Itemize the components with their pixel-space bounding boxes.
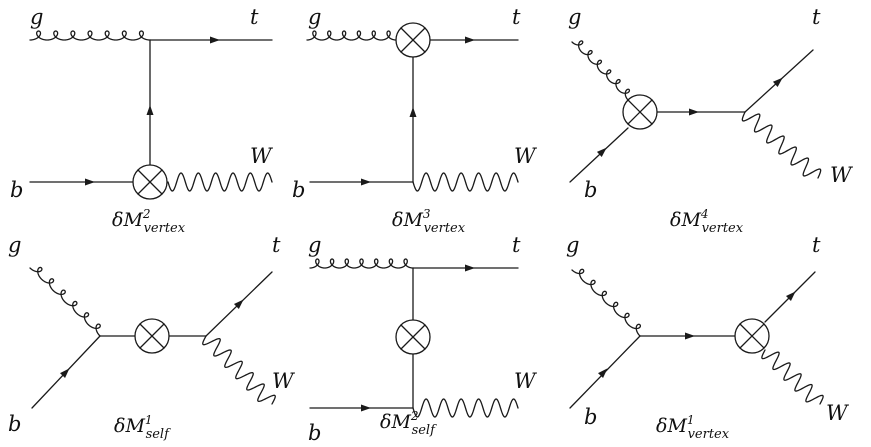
gluon-line: [306, 30, 397, 41]
arrowhead: [409, 107, 417, 117]
counterterm-vertex: [134, 318, 170, 354]
arrowhead: [361, 178, 371, 186]
arrowhead: [233, 299, 244, 309]
top-label: t: [512, 233, 521, 257]
vertex-cross: [739, 323, 765, 349]
arrowhead: [465, 264, 475, 272]
counterterm-vertex: [395, 319, 431, 355]
arrow: [689, 108, 699, 116]
bottom-label: b: [292, 178, 305, 202]
arrowhead: [772, 77, 783, 87]
arrowhead: [598, 368, 608, 379]
bottom-label: b: [10, 178, 23, 202]
arrowhead: [685, 332, 695, 340]
gluon-line: [29, 266, 101, 337]
top-label: t: [250, 5, 259, 29]
arrow: [465, 36, 475, 44]
arrow: [361, 404, 371, 412]
vertex-cross: [137, 169, 163, 195]
gluon-line: [571, 40, 631, 101]
arrowhead: [785, 291, 796, 302]
w-boson-line: [202, 335, 276, 405]
w-label: W: [272, 369, 296, 393]
arrow: [60, 368, 70, 379]
gluon-label: g: [308, 5, 321, 29]
w-label: W: [514, 369, 538, 393]
gluon-label: g: [568, 5, 581, 29]
w-boson-line: [761, 349, 824, 405]
arrowhead: [85, 178, 95, 186]
arrow: [685, 332, 695, 340]
w-label: W: [514, 144, 538, 168]
arrowhead: [361, 404, 371, 412]
arrowhead: [60, 368, 70, 379]
w-boson-line: [167, 172, 273, 192]
arrow: [146, 105, 154, 115]
arrow: [233, 299, 244, 309]
w-label: W: [830, 163, 854, 187]
vertex-cross: [139, 323, 165, 349]
arrowhead: [146, 105, 154, 115]
counterterm-vertex: [622, 94, 658, 130]
top-label: t: [812, 5, 821, 29]
w-boson-line: [741, 111, 822, 179]
w-label: W: [826, 401, 850, 425]
gluon-label: g: [566, 233, 579, 257]
w-boson-line: [412, 172, 519, 192]
top-label: t: [812, 233, 821, 257]
arrow: [598, 368, 608, 379]
arrow: [210, 36, 220, 44]
vertex-cross: [400, 324, 426, 350]
counterterm-vertex: [734, 318, 770, 354]
arrowhead: [465, 36, 475, 44]
arrow: [465, 264, 475, 272]
arrow: [85, 178, 95, 186]
gluon-line: [309, 258, 414, 269]
top-label: t: [512, 5, 521, 29]
arrow: [361, 178, 371, 186]
bottom-label: b: [308, 421, 321, 445]
arrow: [409, 107, 417, 117]
arrow: [785, 291, 796, 302]
arrowhead: [596, 147, 607, 157]
gluon-label: g: [308, 233, 321, 257]
arrowhead: [689, 108, 699, 116]
arrowhead: [210, 36, 220, 44]
gluon-line: [29, 30, 151, 41]
vertex-cross: [400, 27, 426, 53]
gluon-line: [571, 268, 642, 337]
arrow: [596, 147, 607, 157]
vertex-cross: [627, 99, 653, 125]
gluon-label: g: [30, 5, 43, 29]
bottom-label: b: [8, 412, 21, 436]
arrow: [772, 77, 783, 87]
counterterm-vertex: [395, 22, 431, 58]
w-boson-line: [412, 398, 519, 418]
counterterm-vertex: [132, 164, 168, 200]
w-label: W: [250, 144, 274, 168]
bottom-quark-line: [569, 127, 629, 183]
gluon-label: g: [8, 233, 21, 257]
bottom-label: b: [584, 405, 597, 429]
top-label: t: [272, 233, 281, 257]
bottom-label: b: [584, 178, 597, 202]
